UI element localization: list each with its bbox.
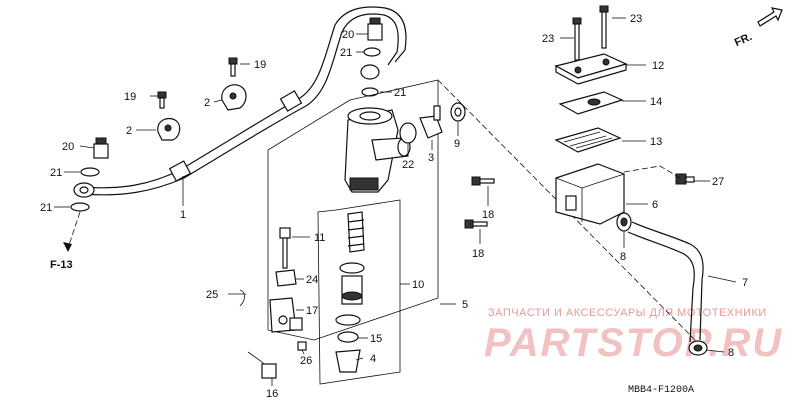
- callout-17: 17: [306, 305, 318, 317]
- bolt-23-right: [599, 5, 609, 49]
- sealing-washer-21d: [361, 87, 379, 97]
- cotter-pin-25: [239, 289, 245, 307]
- callout-19-lower: 19: [124, 91, 136, 103]
- callout-2-lower: 2: [126, 125, 132, 137]
- callout-7: 7: [742, 277, 748, 289]
- hose-clamp-lower: [157, 117, 181, 141]
- master-cylinder-body: [344, 107, 411, 193]
- callout-11: 11: [314, 232, 325, 244]
- callout-24: 24: [306, 274, 318, 286]
- callout-1: 1: [180, 209, 186, 221]
- callout-8-lower: 8: [728, 347, 734, 359]
- oil-bolt-20-lower: [93, 137, 109, 159]
- sealing-washer-21b: [70, 202, 90, 212]
- callout-18-upper: 18: [482, 209, 494, 221]
- callout-25: 25: [206, 289, 218, 301]
- leader-lines: [54, 17, 737, 386]
- callout-16: 16: [266, 388, 278, 400]
- callout-2-upper: 2: [204, 97, 210, 109]
- callouts: 1 2 2 3 4 5 6 7 8 8 9 10 11 12 13 14 15 …: [40, 13, 748, 400]
- bolt-19-lower: [157, 91, 167, 109]
- oil-bolt-20-upper: [367, 17, 383, 41]
- callout-13: 13: [650, 136, 662, 148]
- sealing-washer-21a: [80, 167, 100, 177]
- push-rod-11: [279, 227, 291, 269]
- lock-nut-24: [275, 269, 297, 287]
- hose-joint: [360, 64, 380, 80]
- joint-pin-26: [297, 341, 307, 351]
- callout-6: 6: [652, 199, 658, 211]
- callout-15: 15: [370, 333, 382, 345]
- callout-18-lower: 18: [472, 248, 484, 260]
- reservoir-6: [555, 163, 625, 225]
- rod-joint-17: [269, 297, 303, 333]
- front-direction-label: FR.: [733, 31, 754, 49]
- bolt-18-upper: [471, 176, 495, 186]
- callout-3: 3: [428, 152, 434, 164]
- frame-ref-label: F-13: [50, 259, 73, 271]
- reservoir-hose-7: [627, 221, 704, 343]
- callout-12: 12: [652, 60, 664, 72]
- callout-27: 27: [712, 176, 724, 188]
- diaphragm-13: [554, 127, 622, 153]
- hose-clamp-upper: [221, 84, 247, 111]
- callout-20-lower: 20: [62, 141, 74, 153]
- callout-8-upper: 8: [620, 251, 626, 263]
- callout-23-left: 23: [542, 33, 554, 45]
- bolt-27-guide: [623, 165, 681, 179]
- bolt-27: [675, 173, 695, 185]
- callout-14: 14: [650, 96, 662, 108]
- callout-9: 9: [454, 138, 460, 150]
- brake-hose: [73, 6, 407, 198]
- frame-ref-arrow: [63, 211, 81, 252]
- bolt-19-upper: [228, 57, 238, 77]
- callout-21-b: 21: [394, 87, 406, 99]
- bolt-18-lower: [464, 219, 488, 229]
- hose-clip-8-lower: [688, 340, 708, 356]
- callout-5: 5: [462, 299, 468, 311]
- callout-21-d: 21: [40, 202, 52, 214]
- hose-clip-8-upper: [616, 212, 632, 232]
- watermark-logo: PARTSTOP.RU: [484, 321, 783, 365]
- reservoir-cap-12: [554, 53, 628, 85]
- callout-21-a: 21: [340, 47, 352, 59]
- bolt-23-left: [572, 17, 582, 61]
- callout-20-upper: 20: [342, 29, 354, 41]
- callout-19-upper: 19: [254, 59, 266, 71]
- master-cylinder-outline: [267, 79, 701, 346]
- clip-16: [247, 351, 277, 379]
- callout-4: 4: [370, 353, 376, 365]
- sealing-washer-21c: [363, 47, 381, 57]
- front-direction-arrow: [757, 7, 783, 27]
- callout-21-c: 21: [50, 167, 62, 179]
- callout-10: 10: [412, 279, 424, 291]
- drawing-code: MBB4-F1200A: [628, 385, 694, 396]
- watermark-text: ЗАПЧАСТИ И АКСЕССУАРЫ ДЛЯ МОТОТЕХНИКИ: [488, 307, 767, 319]
- callout-22: 22: [402, 159, 414, 171]
- piston-kit: [317, 199, 401, 385]
- callout-26: 26: [300, 355, 312, 367]
- hose-joint-3: [419, 105, 443, 139]
- callout-23-right: 23: [630, 13, 642, 25]
- clip-9: [450, 102, 466, 122]
- o-ring-22: [399, 122, 417, 144]
- diaphragm-plate-14: [558, 91, 624, 115]
